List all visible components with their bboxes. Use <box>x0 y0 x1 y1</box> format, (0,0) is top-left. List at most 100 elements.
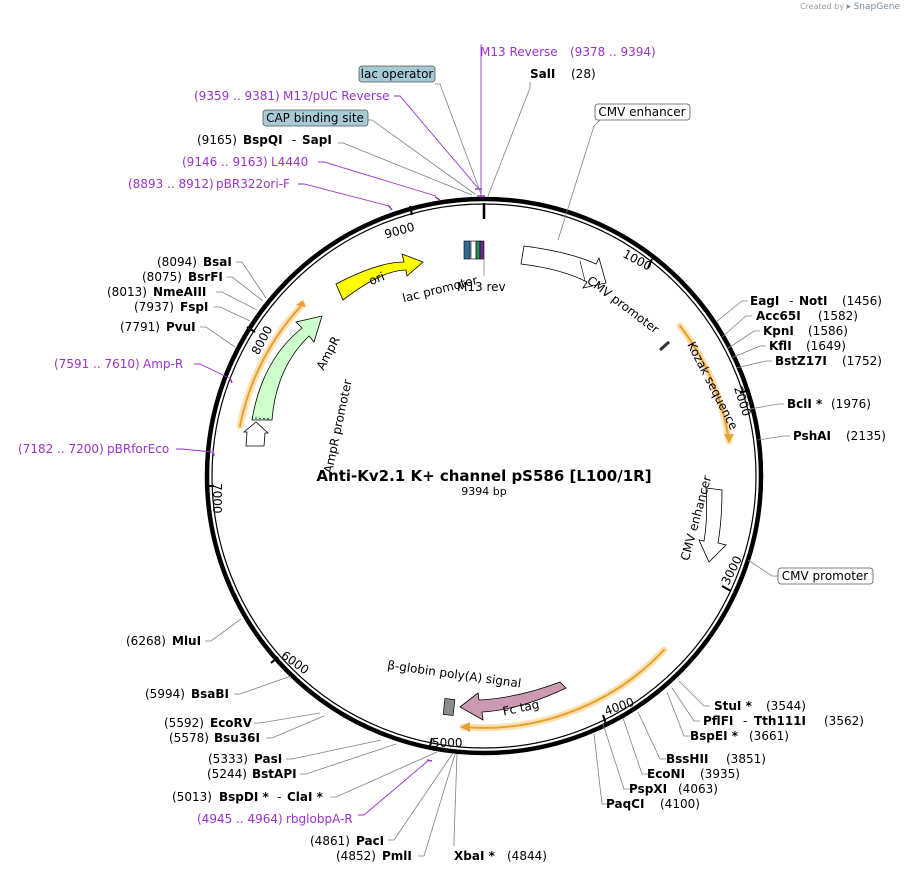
enzyme-mlui-pos: (6268) <box>126 634 166 648</box>
feature-m13-rev-label: M13 rev <box>457 280 506 294</box>
box-lac-operator[interactable] <box>358 65 436 83</box>
enzyme-bstapi-pos: (5244) <box>207 767 247 781</box>
leader-ampr-primer <box>194 363 230 379</box>
feature-ampr-promoter[interactable] <box>242 421 270 447</box>
enzyme-pasi-pos: (5333) <box>208 752 248 766</box>
primer-pbr322ori-name: pBR322ori-F <box>216 177 290 191</box>
feature-cmv-enhancer-right[interactable] <box>698 487 727 563</box>
leader-paqci <box>593 733 608 805</box>
feature-ampr[interactable] <box>251 315 323 421</box>
arrowhead-fc <box>460 722 470 732</box>
enzyme-labels: SalI (28) EagI - NotI (1456) Acc65I (158… <box>107 67 886 863</box>
enzyme-pmli-name: PmlI <box>382 849 412 863</box>
enzyme-bsai-name: BsaI <box>203 255 232 269</box>
feature-cmv-enhancer-top[interactable] <box>520 245 607 289</box>
leader-paci <box>388 752 454 841</box>
feature-cmv-promoter-label: CMV promoter <box>584 273 662 336</box>
primer-m13-puc-range: (9359 .. 9381) <box>194 89 280 103</box>
primer-pbrforeco-name: pBRforEco <box>107 442 169 456</box>
leader-xbai <box>453 753 458 846</box>
feature-ampr-promoter-label: AmpR promoter <box>321 378 355 474</box>
leader-stui <box>678 680 710 707</box>
tick-label-5000: 5000 <box>432 736 463 750</box>
primer-m13-reverse-range: (9378 .. 9394) <box>570 45 656 59</box>
primer-pbrforeco-range: (7182 .. 7200) <box>18 442 104 456</box>
enzyme-bcli-pos: (1976) <box>831 397 871 411</box>
box-cmv-enhancer[interactable] <box>594 103 691 121</box>
leader-bspdi <box>330 751 438 798</box>
enzyme-bspdi-sep: - <box>277 790 281 804</box>
enzyme-fspi-name: FspI <box>180 300 208 314</box>
primer-rbglobpa-range: (4945 .. 4964) <box>197 812 283 826</box>
enzyme-bsrfi-name: BsrFI <box>188 270 223 284</box>
feature-lac-promoter-a[interactable] <box>463 240 471 260</box>
feature-ori[interactable] <box>335 253 424 301</box>
leader-pshai <box>757 435 790 441</box>
enzyme-bspqi-pos: (9165) <box>197 133 237 147</box>
box-cmv-enhancer-label: CMV enhancer <box>598 105 685 119</box>
leader-bsai <box>236 261 267 299</box>
enzyme-bspei-name: BspEI * <box>690 729 739 743</box>
enzyme-pspxi-pos: (4063) <box>678 782 718 796</box>
enzyme-stui-name: StuI * <box>714 699 753 713</box>
feature-globin-polya[interactable] <box>442 698 456 716</box>
tick-8000 <box>246 326 256 333</box>
box-cap-site-label: CAP binding site <box>266 111 364 125</box>
feature-kozak-mark[interactable] <box>659 340 670 352</box>
feature-ori-label: ori <box>367 269 387 288</box>
leader-kfli <box>730 345 766 359</box>
enzyme-pflfi-sep: - <box>743 714 747 728</box>
leader-bstapi <box>300 743 397 775</box>
tick-2000 <box>739 389 750 394</box>
enzyme-paci-name: PacI <box>356 834 384 848</box>
leader-bcli <box>749 403 784 410</box>
arrowhead-ampr <box>296 300 306 307</box>
enzyme-sali-name: SalI <box>530 67 555 81</box>
leader-bsshii <box>637 711 666 760</box>
leader-acc65i <box>721 315 752 338</box>
enzyme-acc65i-pos: (1582) <box>818 309 858 323</box>
leader-ecorv <box>254 712 321 724</box>
enzyme-eagi-sep: - <box>789 294 793 308</box>
feature-cap-site-mark[interactable] <box>470 240 477 260</box>
feature-globin-label: β-globin poly(A) signal <box>387 658 523 691</box>
enzyme-clai-name: ClaI * <box>287 790 324 804</box>
leader-nmeaiii <box>216 291 258 311</box>
primer-m13-reverse-name: M13 Reverse <box>480 45 558 59</box>
enzyme-kpni-name: KpnI <box>763 324 794 338</box>
credit-brand: SnapGene <box>853 2 900 12</box>
enzyme-mlui-name: MluI <box>172 634 201 648</box>
enzyme-fspi-pos: (7937) <box>134 300 174 314</box>
feature-m13-rev-mark[interactable] <box>479 240 485 260</box>
tick-3000 <box>721 585 732 592</box>
enzyme-eagi-name: EagI <box>750 294 779 308</box>
enzyme-pvui-name: PvuI <box>166 320 196 334</box>
feature-ampr-label: AmpR <box>314 334 343 372</box>
leader-kpni <box>726 330 760 350</box>
box-cmv-promoter[interactable] <box>777 567 874 585</box>
primer-pbr322ori-range: (8893 .. 8912) <box>128 177 214 191</box>
highlight-ampr <box>239 304 303 427</box>
map-subtitle: 9394 bp <box>461 485 506 498</box>
primer-mark-l4440 <box>434 196 441 201</box>
leader-pmli <box>418 753 456 857</box>
enzyme-kpni-pos: (1586) <box>808 324 848 338</box>
enzyme-paqci-pos: (4100) <box>660 797 700 811</box>
backbone-outer <box>204 196 764 756</box>
enzyme-econi-name: EcoNI <box>647 767 685 781</box>
box-lac-operator-label: lac operator <box>361 67 434 81</box>
feature-lac-operator-mark[interactable] <box>475 240 481 260</box>
feature-fc-tag[interactable] <box>459 681 567 721</box>
enzyme-pshai-pos: (2135) <box>846 429 886 443</box>
leader-eagi <box>715 300 748 323</box>
enzyme-bsshii-name: BssHII <box>666 752 708 766</box>
leader-l4440 <box>318 161 437 197</box>
primer-labels: M13 Reverse (9378 .. 9394) (9359 .. 9381… <box>18 45 656 826</box>
box-cap-site[interactable] <box>262 109 369 127</box>
primer-m13-puc-name: M13/pUC Reverse <box>283 89 390 103</box>
box-cmv-promoter-label: CMV promoter <box>782 569 869 583</box>
credit-text: Created by <box>799 2 844 11</box>
leader-pasi <box>286 739 382 760</box>
primer-mark-ampr <box>229 377 233 384</box>
